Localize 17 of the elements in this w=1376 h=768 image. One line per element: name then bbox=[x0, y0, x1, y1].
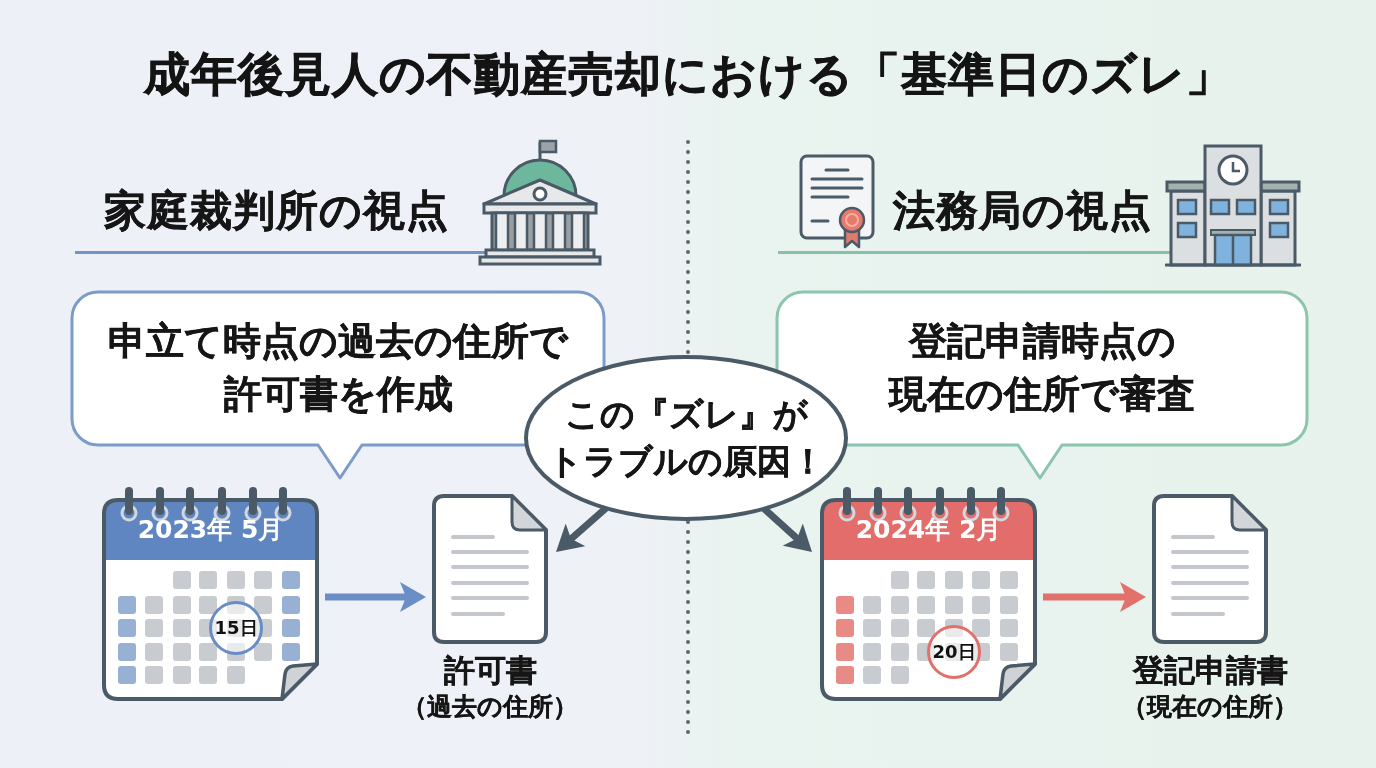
circled-date: 15日 bbox=[209, 601, 263, 655]
document bbox=[1152, 494, 1268, 644]
section-heading: 法務局の視点 bbox=[893, 186, 1152, 237]
arrow bbox=[761, 506, 815, 555]
calendar-month: 2024年 2月 bbox=[855, 515, 1002, 545]
calendar bbox=[820, 486, 1037, 702]
document bbox=[432, 494, 548, 644]
document-caption: （現在の住所） bbox=[1122, 692, 1298, 722]
title: 成年後見人の不動産売却における「基準日のズレ」 bbox=[143, 46, 1233, 103]
bubble-text: 登記申請時点の現在の住所で審査 bbox=[889, 318, 1195, 418]
calendar-month: 2023年 5月 bbox=[137, 515, 284, 545]
document-caption: 許可書 bbox=[443, 652, 537, 690]
document-caption: （過去の住所） bbox=[402, 692, 578, 722]
section-heading: 家庭裁判所の視点 bbox=[104, 186, 449, 237]
calendar bbox=[102, 486, 319, 702]
document-caption: 登記申請書 bbox=[1132, 652, 1288, 690]
circled-date: 20日 bbox=[927, 625, 981, 679]
